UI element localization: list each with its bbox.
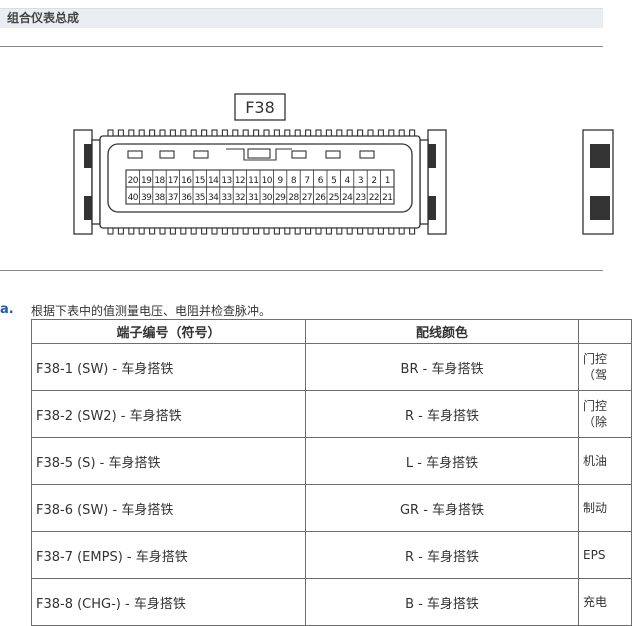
divider-top bbox=[0, 46, 603, 47]
measurement-table: 端子编号（符号） 配线颜色 F38-1 (SW) - 车身搭铁 BR - 车身搭… bbox=[31, 319, 632, 626]
pin-number: 22 bbox=[369, 193, 379, 203]
table-row: F38-8 (CHG-) - 车身搭铁 B - 车身搭铁 充电 bbox=[31, 578, 632, 626]
cell-wire-color: GR - 车身搭铁 bbox=[305, 484, 579, 532]
connector-label-box bbox=[234, 93, 286, 121]
pin-number: 9 bbox=[278, 176, 284, 186]
pin-number: 34 bbox=[208, 193, 219, 203]
pin-number: 11 bbox=[248, 176, 258, 186]
cell-condition: 制动 bbox=[578, 484, 632, 532]
table-header-row: 端子编号（符号） 配线颜色 bbox=[31, 319, 632, 344]
pin-number: 27 bbox=[302, 193, 312, 203]
pin-number: 6 bbox=[318, 176, 324, 186]
keying-slots bbox=[127, 148, 375, 159]
step-letter: a. bbox=[0, 302, 14, 317]
pin-number: 39 bbox=[141, 193, 152, 203]
pin-number: 25 bbox=[329, 193, 339, 203]
pin-number: 12 bbox=[235, 176, 245, 186]
pin-number: 15 bbox=[195, 176, 205, 186]
pin-number: 2 bbox=[371, 176, 376, 186]
pin-number: 36 bbox=[181, 193, 192, 203]
cell-wire-color: B - 车身搭铁 bbox=[305, 578, 579, 626]
cell-wire-color: BR - 车身搭铁 bbox=[305, 343, 579, 391]
pin-number: 26 bbox=[315, 193, 326, 203]
pin-number: 33 bbox=[221, 193, 231, 203]
pin-number: 32 bbox=[235, 193, 245, 203]
pin-number: 30 bbox=[262, 193, 273, 203]
table-row: F38-1 (SW) - 车身搭铁 BR - 车身搭铁 门控（驾 bbox=[31, 343, 632, 391]
pin-number: 5 bbox=[331, 176, 336, 186]
pin-number: 35 bbox=[195, 193, 205, 203]
pin-number: 14 bbox=[208, 176, 219, 186]
cell-condition: 门控（除 bbox=[578, 390, 632, 438]
connector-diagram: F38 bbox=[0, 48, 614, 270]
divider-bottom bbox=[0, 270, 603, 271]
cell-terminal: F38-7 (EMPS) - 车身搭铁 bbox=[31, 531, 306, 579]
pin-number: 37 bbox=[168, 193, 178, 203]
pin-number: 40 bbox=[128, 193, 139, 203]
pin-number: 24 bbox=[342, 193, 353, 203]
header-wire-color: 配线颜色 bbox=[305, 319, 579, 344]
table-row: F38-5 (S) - 车身搭铁 L - 车身搭铁 机油 bbox=[31, 437, 632, 485]
cell-terminal: F38-5 (S) - 车身搭铁 bbox=[31, 437, 306, 485]
pin-number: 7 bbox=[304, 176, 309, 186]
pin-number: 10 bbox=[262, 176, 273, 186]
pin-number: 17 bbox=[168, 176, 178, 186]
pin-number: 18 bbox=[154, 176, 165, 186]
pin-number: 21 bbox=[382, 193, 392, 203]
header-terminal: 端子编号（符号） bbox=[31, 319, 306, 344]
connector-teeth bbox=[107, 129, 416, 235]
header-condition bbox=[578, 319, 632, 344]
cell-terminal: F38-1 (SW) - 车身搭铁 bbox=[31, 343, 306, 391]
pin-number: 38 bbox=[154, 193, 165, 203]
section-title: 组合仪表总成 bbox=[0, 8, 603, 28]
flange-notches bbox=[84, 144, 436, 220]
cell-wire-color: R - 车身搭铁 bbox=[305, 531, 579, 579]
cell-terminal: F38-2 (SW2) - 车身搭铁 bbox=[31, 390, 306, 438]
pin-number: 13 bbox=[221, 176, 231, 186]
cell-wire-color: L - 车身搭铁 bbox=[305, 437, 579, 485]
instruction-text: 根据下表中的值测量电压、电阻并检查脉冲。 bbox=[31, 304, 272, 318]
cell-condition: 充电 bbox=[578, 578, 632, 626]
pin-number: 4 bbox=[345, 176, 351, 186]
pin-number: 29 bbox=[275, 193, 286, 203]
cell-terminal: F38-8 (CHG-) - 车身搭铁 bbox=[31, 578, 306, 626]
pin-number: 8 bbox=[291, 176, 297, 186]
table-row: F38-6 (SW) - 车身搭铁 GR - 车身搭铁 制动 bbox=[31, 484, 632, 532]
table-row: F38-7 (EMPS) - 车身搭铁 R - 车身搭铁 EPS bbox=[31, 531, 632, 579]
connector-label: F38 bbox=[245, 98, 275, 117]
cell-condition: 门控（驾 bbox=[578, 343, 632, 391]
pin-number: 28 bbox=[288, 193, 299, 203]
pin-number: 16 bbox=[181, 176, 192, 186]
pin-number: 20 bbox=[128, 176, 139, 186]
cell-wire-color: R - 车身搭铁 bbox=[305, 390, 579, 438]
pin-number: 1 bbox=[385, 176, 390, 186]
pin-number: 3 bbox=[358, 176, 363, 186]
cell-terminal: F38-6 (SW) - 车身搭铁 bbox=[31, 484, 306, 532]
key-ridge bbox=[226, 148, 292, 161]
cell-condition: 机油 bbox=[578, 437, 632, 485]
cell-condition: EPS bbox=[578, 531, 632, 579]
table-row: F38-2 (SW2) - 车身搭铁 R - 车身搭铁 门控（除 bbox=[31, 390, 632, 438]
pin-number: 23 bbox=[355, 193, 365, 203]
pin-number: 19 bbox=[141, 176, 152, 186]
pin-number: 31 bbox=[248, 193, 258, 203]
